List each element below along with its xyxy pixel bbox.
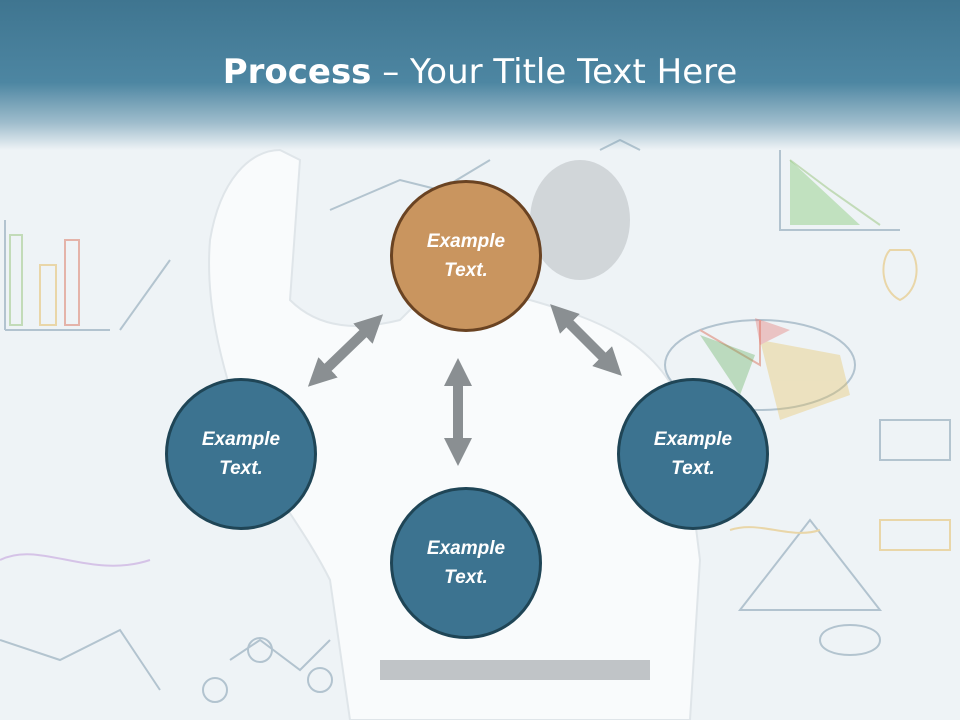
process-node-top[interactable]: Example Text. xyxy=(390,180,542,332)
process-node-bottom[interactable]: Example Text. xyxy=(390,487,542,639)
process-node-right[interactable]: Example Text. xyxy=(617,378,769,530)
process-node-right-label: Example Text. xyxy=(653,429,733,479)
process-node-left-label: Example Text. xyxy=(201,429,281,479)
slide-title-rest: – Your Title Text Here xyxy=(371,52,738,92)
process-node-left[interactable]: Example Text. xyxy=(165,378,317,530)
slide-title-bold: Process xyxy=(222,52,372,92)
process-node-top-label: Example Text. xyxy=(426,231,506,281)
process-node-bottom-label: Example Text. xyxy=(426,538,506,588)
title-banner xyxy=(0,0,960,150)
slide-title: Process – Your Title Text Here xyxy=(0,52,960,92)
